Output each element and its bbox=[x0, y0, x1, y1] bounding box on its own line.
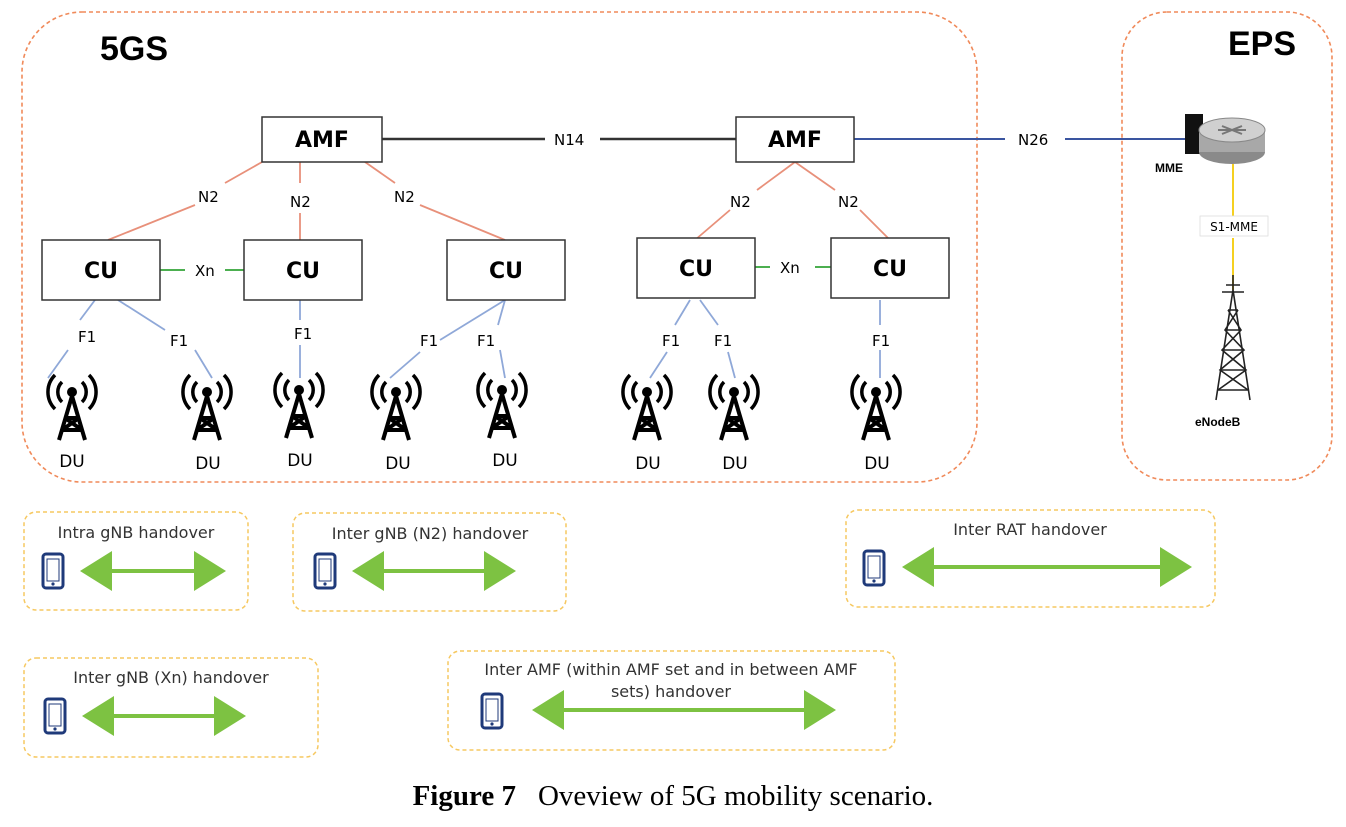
du-label-6: DU bbox=[635, 454, 661, 474]
legend-inter-gnb-xn bbox=[23, 657, 319, 758]
du-label-8: DU bbox=[864, 454, 890, 474]
cu-label-4: CU bbox=[679, 257, 713, 282]
legend-intra-gnb-label: Intra gNB handover bbox=[58, 523, 215, 542]
phone-icon-5 bbox=[480, 692, 504, 730]
mme-label: MME bbox=[1155, 161, 1183, 175]
phone-icon-4 bbox=[43, 697, 67, 735]
du-tower-icon-2 bbox=[180, 373, 234, 442]
du-label-1: DU bbox=[59, 452, 85, 472]
cu-box-3 bbox=[446, 239, 566, 301]
du-tower-icon-6 bbox=[620, 373, 674, 442]
n2-label-5: N2 bbox=[838, 193, 859, 211]
region-eps bbox=[1121, 11, 1333, 481]
du-tower-icon-5 bbox=[475, 371, 529, 440]
phone-icon-2 bbox=[313, 552, 337, 590]
legend-intra-gnb bbox=[23, 511, 249, 611]
amf-right-box bbox=[735, 116, 855, 163]
du-label-2: DU bbox=[195, 454, 221, 474]
f1-label-4: F1 bbox=[420, 332, 438, 350]
mme-router-icon bbox=[1185, 114, 1266, 164]
f1-label-7: F1 bbox=[714, 332, 732, 350]
du-label-4: DU bbox=[385, 454, 411, 474]
f1-label-8: F1 bbox=[872, 332, 890, 350]
legend-inter-amf-line1: Inter AMF (within AMF set and in between… bbox=[484, 660, 857, 679]
cu-label-2: CU bbox=[286, 259, 320, 284]
f1-label-2: F1 bbox=[170, 332, 188, 350]
legend-inter-amf-line2: sets) handover bbox=[611, 682, 731, 701]
phone-icon-1 bbox=[41, 552, 65, 590]
n14-label: N14 bbox=[554, 131, 584, 149]
cu-box-2 bbox=[243, 239, 363, 301]
cu-box-1 bbox=[41, 239, 161, 301]
du-tower-icon-1 bbox=[45, 373, 99, 442]
n2-label-3: N2 bbox=[394, 188, 415, 206]
f1-label-3: F1 bbox=[294, 325, 312, 343]
s1mme-label: S1-MME bbox=[1210, 220, 1258, 234]
xn-label-1: Xn bbox=[195, 262, 215, 280]
legend-inter-gnb-n2-label: Inter gNB (N2) handover bbox=[332, 524, 529, 543]
legend-inter-amf bbox=[447, 650, 896, 751]
f1-label-5: F1 bbox=[477, 332, 495, 350]
amf-left-label: AMF bbox=[295, 128, 349, 153]
n2-label-1: N2 bbox=[198, 188, 219, 206]
cu-box-4 bbox=[636, 237, 756, 299]
amf-right-label: AMF bbox=[768, 128, 822, 153]
n2-label-4: N2 bbox=[730, 193, 751, 211]
amf-left-box bbox=[261, 116, 383, 163]
caption-text: Oveview of 5G mobility scenario. bbox=[537, 780, 934, 812]
legend-inter-gnb-xn-label: Inter gNB (Xn) handover bbox=[73, 668, 269, 687]
du-tower-icon-8 bbox=[849, 373, 903, 442]
region-5gs-label: 5GS bbox=[100, 30, 168, 68]
n2-label-2: N2 bbox=[290, 193, 311, 211]
du-label-5: DU bbox=[492, 451, 518, 471]
enodeb-label: eNodeB bbox=[1195, 415, 1241, 429]
legend-inter-gnb-n2 bbox=[292, 512, 567, 612]
cu-label-5: CU bbox=[873, 257, 907, 282]
n26-label: N26 bbox=[1018, 131, 1048, 149]
f1-label-6: F1 bbox=[662, 332, 680, 350]
du-tower-icon-4 bbox=[369, 373, 423, 442]
legend-inter-rat bbox=[845, 509, 1216, 608]
cu-label-1: CU bbox=[84, 259, 118, 284]
du-label-7: DU bbox=[722, 454, 748, 474]
xn-label-2: Xn bbox=[780, 259, 800, 277]
enodeb-tower-icon bbox=[1215, 275, 1251, 401]
du-tower-icon-7 bbox=[707, 373, 761, 442]
legend-inter-rat-label: Inter RAT handover bbox=[953, 520, 1107, 539]
caption-label: Figure 7 bbox=[412, 780, 516, 812]
f1-label-1: F1 bbox=[78, 328, 96, 346]
cu-label-3: CU bbox=[489, 259, 523, 284]
region-eps-label: EPS bbox=[1228, 25, 1296, 63]
du-label-3: DU bbox=[287, 451, 313, 471]
cu-box-5 bbox=[830, 237, 950, 299]
du-tower-icon-3 bbox=[272, 371, 326, 440]
figure-caption: Figure 7 Oveview of 5G mobility scenario. bbox=[0, 780, 1346, 813]
phone-icon-3 bbox=[862, 549, 886, 587]
